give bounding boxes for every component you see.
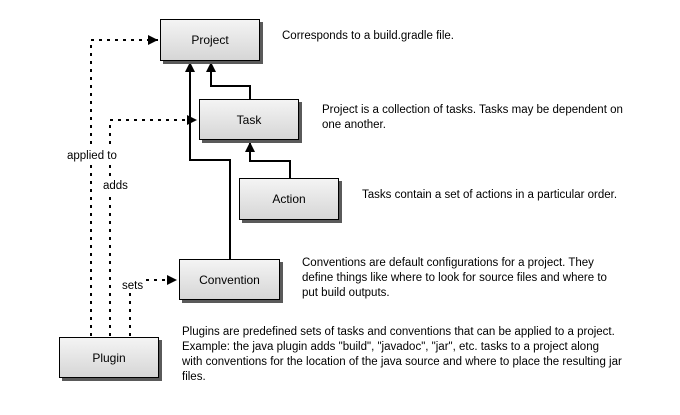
convention-to-project-edge — [185, 62, 231, 259]
action-note: Tasks contain a set of actions in a part… — [362, 189, 618, 201]
convention-node: Convention — [179, 259, 280, 300]
applied-to-label: applied to — [66, 149, 118, 163]
action-node: Action — [239, 178, 339, 220]
plugin-node: Plugin — [59, 337, 159, 378]
action-to-task-edge — [245, 142, 291, 178]
task-to-project-edge — [206, 62, 251, 99]
adds-label: adds — [102, 179, 129, 193]
task-note: Project is a collection of tasks. Tasks … — [322, 104, 623, 131]
task-node: Task — [199, 99, 299, 140]
plugin-to-project-edge — [90, 35, 158, 336]
sets-label: sets — [121, 279, 145, 293]
project-note: Corresponds to a build.gradle file. — [282, 30, 454, 42]
convention-note: Conventions are default configurations f… — [302, 257, 607, 299]
plugin-to-task-edge — [109, 115, 197, 336]
project-node: Project — [160, 19, 260, 61]
plugin-note: Plugins are predefined sets of tasks and… — [182, 326, 622, 383]
